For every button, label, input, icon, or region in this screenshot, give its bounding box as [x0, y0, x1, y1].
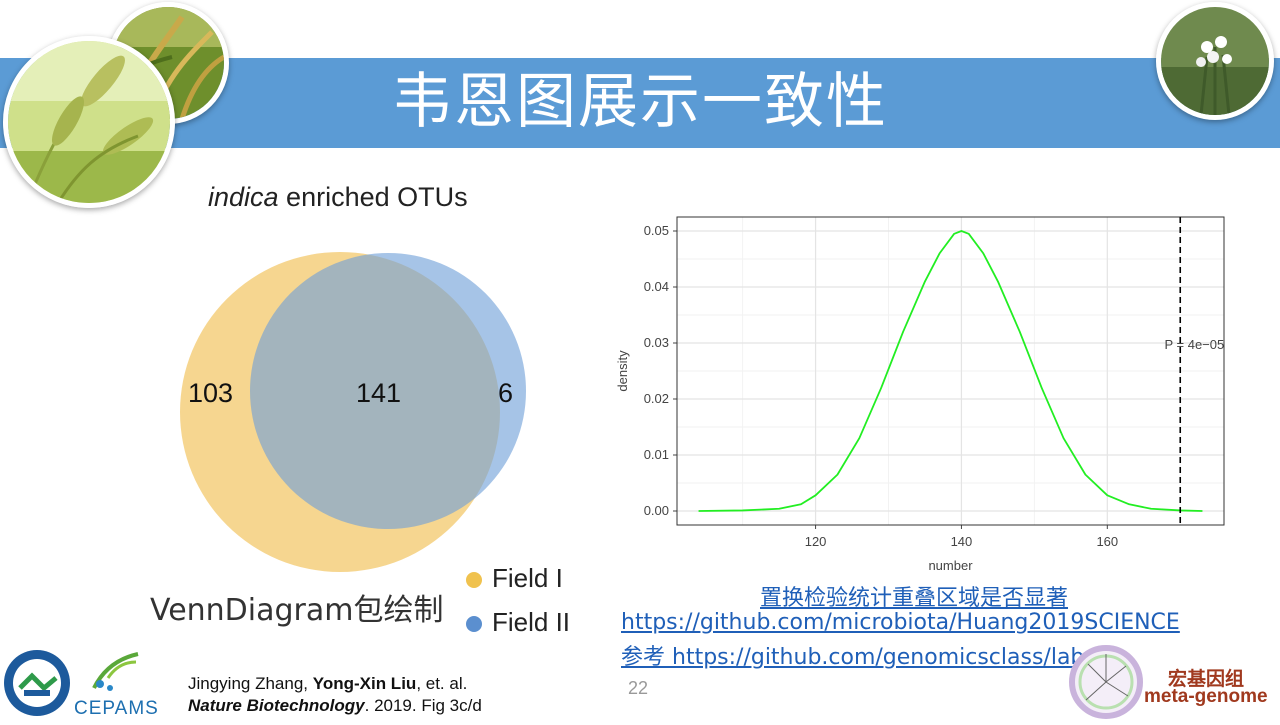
y-tick-label: 0.03 — [644, 335, 669, 350]
x-tick-label: 120 — [805, 534, 827, 549]
y-tick-label: 0.04 — [644, 279, 669, 294]
x-tick-label: 160 — [1096, 534, 1118, 549]
density-point — [1106, 494, 1108, 496]
plot-border — [676, 216, 1225, 526]
venn-overlap-count: 141 — [356, 378, 402, 408]
citation-authors: Jingying Zhang, Yong-Xin Liu, et. al. — [188, 674, 467, 694]
wheat-photo — [3, 36, 175, 208]
legend-label-field-2: Field II — [492, 607, 571, 637]
density-point — [1062, 437, 1065, 439]
y-tick-label: 0.00 — [644, 503, 669, 518]
venn-title: indica enriched OTUs — [208, 182, 468, 213]
venn-caption: VennDiagram包绘制 — [150, 593, 444, 628]
density-point — [1019, 331, 1021, 333]
venn-right-count: 6 — [498, 378, 514, 408]
density-point — [858, 437, 860, 439]
y-tick-label: 0.05 — [644, 223, 669, 238]
legend-swatch-field-1 — [466, 572, 482, 588]
y-tick-label: 0.02 — [644, 391, 669, 406]
density-point — [1201, 510, 1203, 512]
venn-circle-field-2 — [250, 253, 526, 529]
density-point — [997, 280, 999, 282]
density-chart: 120 140 160 0.00 0.01 0.02 0.03 0.04 0.05 number d… — [615, 216, 1225, 573]
reference-prefix: 参考 — [621, 645, 672, 670]
density-point — [880, 387, 882, 389]
density-point — [1041, 387, 1043, 389]
citation-journal-name: Nature Biotechnology — [188, 696, 365, 715]
density-point — [924, 280, 926, 282]
chart-axes: 120 140 160 0.00 0.01 0.02 0.03 0.04 0.05 number d… — [615, 216, 1225, 573]
density-point — [902, 331, 904, 333]
p-value-annotation: P = 4e−05 — [1164, 337, 1224, 352]
density-point — [1084, 474, 1087, 476]
venn-left-count: 103 — [188, 378, 234, 408]
venn-title-italic: indica — [208, 182, 279, 212]
density-point — [1150, 508, 1152, 510]
citation-author-rest: , et. al. — [416, 674, 468, 693]
density-point — [982, 252, 984, 254]
density-point — [938, 252, 941, 254]
institute-logo — [2, 648, 72, 718]
permutation-test-link[interactable]: 置换检验统计重叠区域是否显著 — [760, 586, 1069, 611]
venn-diagram — [180, 252, 526, 572]
github-huang2019-link[interactable]: https://github.com/microbiota/Huang2019S… — [621, 610, 1180, 635]
legend-label-field-1: Field I — [492, 563, 563, 593]
citation-author2: Yong-Xin Liu — [312, 674, 417, 693]
genomicsclass-url: https://github.com/genomicsclass/labs — [672, 645, 1096, 670]
citation-journal: Nature Biotechnology. 2019. Fig 3c/d — [188, 696, 482, 716]
x-axis-label: number — [928, 558, 973, 573]
density-point — [698, 510, 700, 512]
metagenome-tree-logo — [1068, 644, 1144, 720]
flower-photo — [1156, 2, 1274, 120]
cepams-logo-text: CEPAMS — [74, 698, 159, 719]
density-point — [800, 503, 802, 505]
reference-link[interactable]: 参考 https://github.com/genomicsclass/labs — [621, 639, 1096, 671]
chart-grid — [677, 217, 1224, 525]
density-point — [742, 509, 744, 512]
chart-marks: P = 4e−05 — [698, 217, 1224, 525]
density-point — [968, 233, 970, 235]
legend-swatch-field-2 — [466, 616, 482, 632]
density-point — [778, 508, 780, 510]
density-point — [814, 494, 817, 496]
density-point — [953, 233, 955, 235]
density-point — [960, 230, 963, 232]
brand-chinese: 宏基因组 — [1168, 668, 1245, 690]
venn-title-rest: enriched OTUs — [278, 182, 468, 212]
citation-author1: Jingying Zhang, — [188, 674, 313, 693]
citation-year: . 2019. Fig 3c/d — [364, 696, 482, 715]
y-axis-label: density — [615, 350, 630, 392]
y-tick-label: 0.01 — [644, 447, 669, 462]
slide-title: 韦恩图展示一致性 — [392, 67, 888, 137]
density-point — [836, 474, 839, 476]
cepams-leaf-icon — [86, 648, 142, 696]
page-number: 22 — [628, 678, 649, 698]
density-point — [1128, 503, 1130, 505]
x-tick-label: 140 — [951, 534, 973, 549]
brand-english: meta-genome — [1144, 686, 1268, 707]
